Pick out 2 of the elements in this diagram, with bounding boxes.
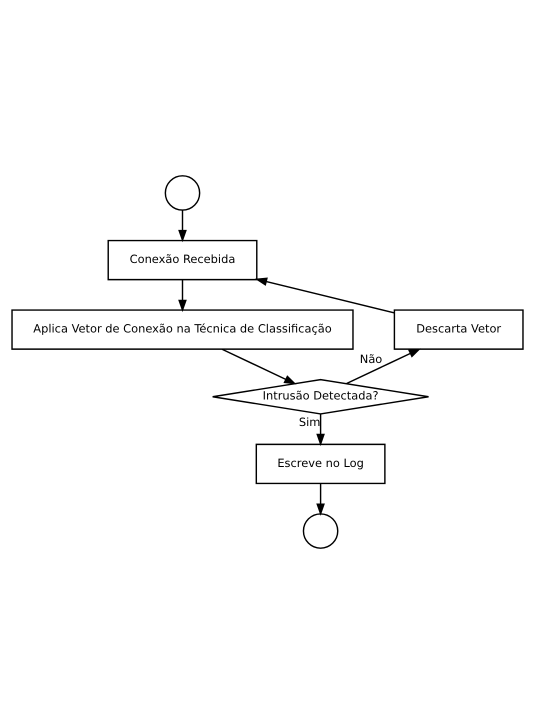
edge-label: Sim xyxy=(298,414,320,428)
edge-label: Não xyxy=(360,352,382,366)
